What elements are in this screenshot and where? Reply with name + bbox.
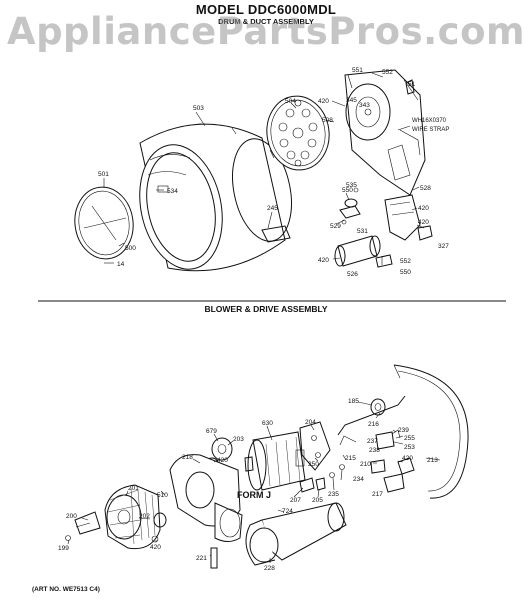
blower-housing-218 xyxy=(169,454,243,542)
callout-551: 551 xyxy=(352,67,363,74)
callout-217: 217 xyxy=(372,491,383,498)
callout-420-bottom: 420 xyxy=(318,257,329,264)
callout-245: 245 xyxy=(267,205,278,212)
callout-510: 510 xyxy=(157,492,168,499)
callout-552-top: 552 xyxy=(382,69,393,76)
callout-504: 504 xyxy=(285,98,296,105)
drum-503 xyxy=(139,123,292,272)
bracket-528 xyxy=(384,194,433,241)
callout-199: 199 xyxy=(58,545,69,552)
wire-strap-label: WIRE STRAP xyxy=(412,127,449,133)
callout-237: 237 xyxy=(367,438,378,445)
callout-210: 210 xyxy=(360,461,371,468)
callout-550-mid: 550 xyxy=(342,187,353,194)
callout-503: 503 xyxy=(193,105,204,112)
callout-51: 51 xyxy=(408,81,416,88)
motor-630 xyxy=(244,431,306,491)
callout-202: 202 xyxy=(139,513,150,520)
callout-239: 239 xyxy=(398,427,409,434)
callout-529: 529 xyxy=(330,223,341,230)
callout-552-bottom: 552 xyxy=(400,258,411,265)
callout-234: 234 xyxy=(353,476,364,483)
callout-420-blower-left: 420 xyxy=(150,544,161,551)
exhaust-duct-228 xyxy=(245,502,347,566)
callout-218: 218 xyxy=(182,454,193,461)
blower-hardware xyxy=(65,511,167,543)
model-title: MODEL DDC6000MDL xyxy=(195,2,337,17)
idler-arm-216 xyxy=(337,395,406,436)
callout-500: 500 xyxy=(125,245,136,252)
connector-552 xyxy=(375,254,393,268)
callout-216: 216 xyxy=(368,421,379,428)
callout-345: 345 xyxy=(346,97,357,104)
callout-201: 201 xyxy=(128,485,139,492)
callout-255: 255 xyxy=(404,435,415,442)
drive-belt-213 xyxy=(393,364,469,499)
callout-501: 501 xyxy=(98,171,109,178)
callout-420-blower-right: 420 xyxy=(402,455,413,462)
callout-253: 253 xyxy=(404,444,415,451)
callout-534: 534 xyxy=(167,188,178,195)
callout-235: 235 xyxy=(328,491,339,498)
rear-bulkhead-504 xyxy=(266,95,330,171)
callout-228: 228 xyxy=(264,565,275,572)
watermark: AppliancePartsPros.com xyxy=(6,10,526,53)
foam-strip-221 xyxy=(210,547,218,569)
bracket-217 xyxy=(383,457,415,493)
callout-221: 221 xyxy=(196,555,207,562)
callout-420-right-b: 420 xyxy=(418,219,429,226)
callout-213: 213 xyxy=(427,457,438,464)
callout-508: 508 xyxy=(322,117,333,124)
callout-14: 14 xyxy=(117,261,125,268)
callout-200: 200 xyxy=(66,513,77,520)
callout-420-top: 420 xyxy=(318,98,329,105)
fasteners-205 xyxy=(299,464,345,493)
thermostat-parts xyxy=(339,187,361,225)
drum-leader-lines xyxy=(103,72,425,264)
callout-420-blower-mid: 420 xyxy=(217,457,228,464)
callout-535: 535 xyxy=(346,182,357,189)
art-number: (ART NO. WE7513 C4) xyxy=(32,586,100,593)
callout-531: 531 xyxy=(357,228,368,235)
callout-215: 215 xyxy=(345,455,356,462)
callout-204: 204 xyxy=(305,419,316,426)
impeller-201 xyxy=(104,484,161,550)
callout-205: 205 xyxy=(312,497,323,504)
drum-seal-ring-501 xyxy=(74,186,134,260)
callout-724: 724 xyxy=(282,508,293,515)
callout-207: 207 xyxy=(290,497,301,504)
callout-238: 238 xyxy=(369,447,380,454)
callout-327: 327 xyxy=(438,243,449,250)
callout-185: 185 xyxy=(348,398,359,405)
callout-250: 250 xyxy=(308,461,319,468)
callout-343: 343 xyxy=(359,102,370,109)
wire-strap-part-number: WH16X0370 xyxy=(412,118,447,124)
callout-526: 526 xyxy=(347,271,358,278)
plate-245 xyxy=(261,225,291,243)
form-label: FORM J xyxy=(237,490,272,500)
component-526 xyxy=(334,235,381,267)
rear-duct-551 xyxy=(344,69,426,196)
callout-203: 203 xyxy=(233,436,244,443)
callout-550-bottom: 550 xyxy=(400,269,411,276)
blower-drive-assembly-title: BLOWER & DRIVE ASSEMBLY xyxy=(204,304,328,314)
bracket-51 xyxy=(405,79,415,95)
callout-420-right-a: 420 xyxy=(418,205,429,212)
callout-630: 630 xyxy=(262,420,273,427)
drum-duct-assembly-title: DRUM & DUCT ASSEMBLY xyxy=(218,17,314,26)
blower-leader-lines xyxy=(67,401,441,563)
motor-mount-204 xyxy=(299,421,331,471)
callout-528: 528 xyxy=(420,185,431,192)
callout-679: 679 xyxy=(206,428,217,435)
